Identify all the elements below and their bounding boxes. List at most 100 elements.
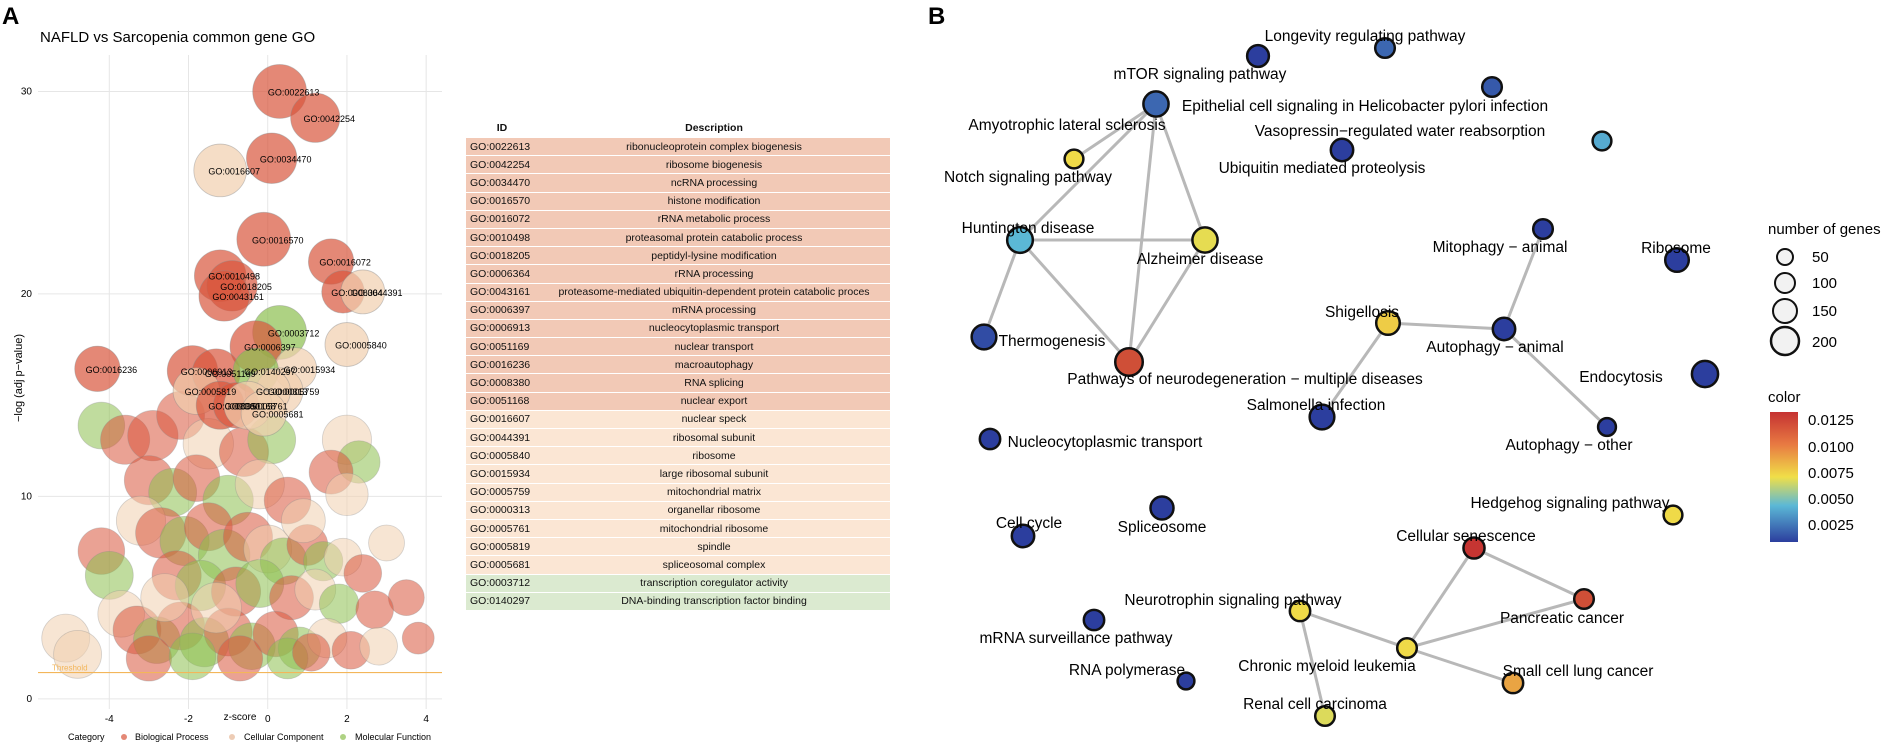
node-longevity xyxy=(1373,36,1397,60)
node-label-senescence: Cellular senescence xyxy=(1396,528,1536,545)
background-points xyxy=(41,391,435,682)
node-autophagy-other xyxy=(1596,416,1618,438)
node-cell-cycle xyxy=(1010,523,1036,549)
node-label-longevity: Longevity regulating pathway xyxy=(1265,28,1466,45)
table-cell-description: spindle xyxy=(538,537,890,557)
node-label-neurotrophin: Neurotrophin signaling pathway xyxy=(1124,592,1341,609)
table-cell-description: transcription coregulator activity xyxy=(538,574,890,593)
point-label: GO:0005819 xyxy=(185,387,237,397)
bubble-point-go-0022613 xyxy=(252,64,307,119)
table-cell-id: GO:0022613 xyxy=(466,138,538,157)
table-cell-id: GO:0010498 xyxy=(466,228,538,248)
point-label: GO:0005759 xyxy=(268,387,320,397)
point-label: GO:0034470 xyxy=(260,154,312,164)
network-edge xyxy=(1298,610,1327,717)
size-legend-label-50: 50 xyxy=(1812,249,1829,266)
table-cell-description: ribosome biogenesis xyxy=(538,155,890,175)
y-axis-label: −log (adj p−value) xyxy=(13,334,25,422)
table-cell-description: DNA-binding transcription factor binding xyxy=(538,592,890,611)
table-cell-description: macroautophagy xyxy=(538,355,890,375)
size-legend-label-200: 200 xyxy=(1812,334,1837,351)
table-cell-description: ncRNA processing xyxy=(538,173,890,193)
bubble-point-go-0043161 xyxy=(198,270,250,322)
color-tick-3: 0.0050 xyxy=(1808,491,1854,508)
point-label: GO:0000313 xyxy=(256,387,308,397)
table-cell-id: GO:0016072 xyxy=(466,210,538,229)
node-cml xyxy=(1395,636,1419,660)
table-cell-description: mitochondrial ribosome xyxy=(538,519,890,539)
network-edge xyxy=(1127,103,1158,363)
panel-label-b: B xyxy=(928,3,945,30)
point-label: GO:0015934 xyxy=(284,365,336,375)
node-sclc xyxy=(1501,671,1525,695)
node-label-autophagy-other: Autophagy − other xyxy=(1505,437,1632,454)
x-axis-label: z-score xyxy=(224,712,257,723)
network-edge xyxy=(1473,546,1585,601)
table-cell-description: large ribosomal subunit xyxy=(538,464,890,484)
table-cell-id: GO:0044391 xyxy=(466,428,538,448)
network-edge xyxy=(1406,597,1585,650)
color-tick-1: 0.0100 xyxy=(1808,439,1854,456)
table-cell-description: RNA splicing xyxy=(538,373,890,393)
bubble-point-go-0016236 xyxy=(74,345,121,392)
table-cell-id: GO:0051169 xyxy=(466,337,538,357)
node-label-epithelial: Epithelial cell signaling in Helicobacte… xyxy=(1182,98,1548,115)
node-autophagy-animal xyxy=(1491,316,1517,342)
color-tick-2: 0.0075 xyxy=(1808,465,1854,482)
table-cell-id: GO:0005681 xyxy=(466,555,538,575)
network-edge xyxy=(1320,322,1390,418)
node-huntington xyxy=(1005,225,1035,255)
node-spliceosome xyxy=(1149,495,1175,521)
table-cell-description: ribonucleoprotein complex biogenesis xyxy=(538,138,890,157)
node-mitophagy xyxy=(1531,217,1555,241)
point-label: GO:0003712 xyxy=(268,328,320,338)
bubble-point-go-0005681 xyxy=(240,390,287,437)
size-legend-marker-50 xyxy=(1776,248,1794,266)
network-edge xyxy=(1299,609,1408,650)
node-label-rna-pol: RNA polymerase xyxy=(1069,662,1185,679)
node-label-huntington: Huntington disease xyxy=(962,220,1095,237)
size-legend: number of genes 50 100 150 200 xyxy=(1768,221,1881,357)
bubble-point xyxy=(368,524,405,562)
node-ribosome xyxy=(1663,246,1691,274)
point-labels: GO:0022613GO:0042254GO:0034470GO:0016607… xyxy=(86,87,403,419)
x-tick-label: -4 xyxy=(105,714,114,725)
point-label: GO:0010498 xyxy=(208,272,260,282)
point-label: GO:0016236 xyxy=(86,365,138,375)
node-label-endocytosis: Endocytosis xyxy=(1579,369,1663,386)
node-label-hedgehog: Hedgehog signaling pathway xyxy=(1470,495,1669,512)
network-edges xyxy=(982,102,1609,717)
bubble-point-go-0044391 xyxy=(340,269,386,315)
node-label-cml: Chronic myeloid leukemia xyxy=(1238,658,1416,675)
x-tick-label: 4 xyxy=(423,714,429,725)
table-cell-description: organellar ribosome xyxy=(538,501,890,520)
node-pancreatic xyxy=(1572,587,1596,611)
point-label: GO:0043161 xyxy=(212,292,264,302)
network-edge xyxy=(1127,239,1207,363)
node-senescence xyxy=(1462,536,1486,560)
bubble-point xyxy=(168,632,217,681)
panel-label-a: A xyxy=(2,3,19,30)
bubble-point xyxy=(140,573,190,623)
node-mrna-surv xyxy=(1082,608,1106,632)
point-label: GO:0006397 xyxy=(244,343,296,353)
size-legend-marker-200 xyxy=(1769,325,1801,357)
labeled-points xyxy=(74,64,386,437)
bubble-point xyxy=(280,498,326,544)
bubble-point xyxy=(190,582,242,634)
node-label-alzheimer: Alzheimer disease xyxy=(1137,251,1264,268)
size-legend-marker-150 xyxy=(1772,298,1798,324)
